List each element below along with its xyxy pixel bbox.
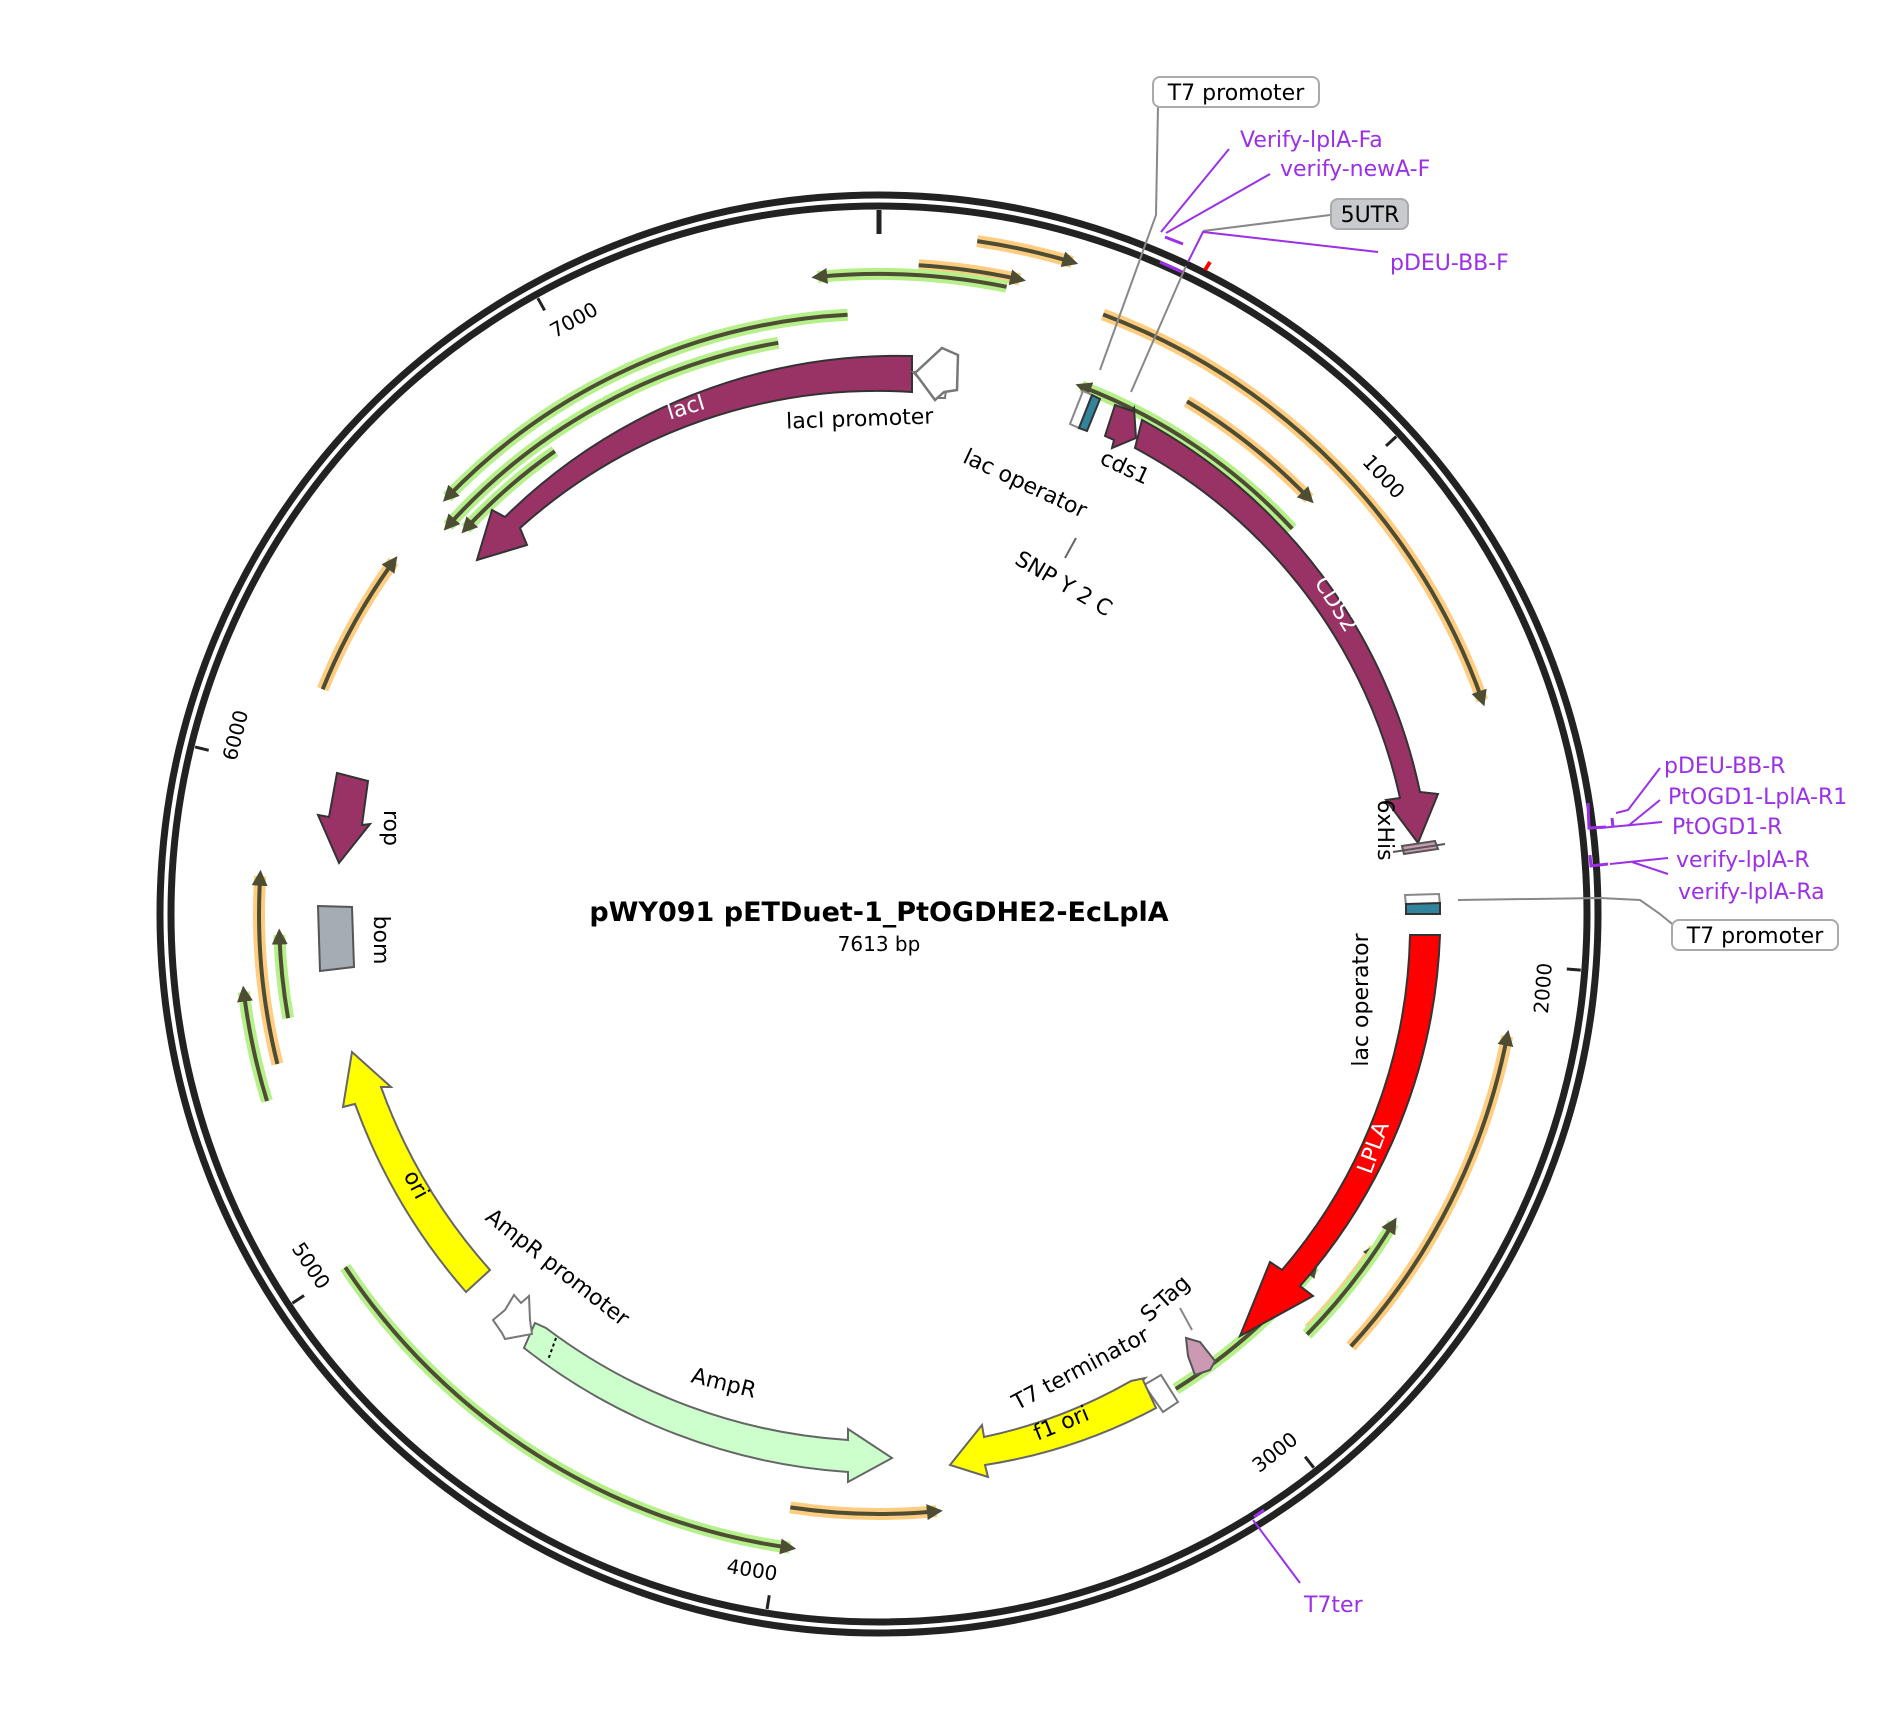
primer-verify-lpla-ra[interactable]: verify-lplA-Ra xyxy=(1678,880,1825,905)
rop-label: rop xyxy=(378,810,403,846)
snp-top-leader xyxy=(1130,265,1187,393)
lac-operator-2-label: lac operator xyxy=(1349,932,1374,1066)
primer-verify-lpla-fa[interactable]: Verify-lplA-Fa xyxy=(1240,128,1383,153)
green-orf-arrow[interactable] xyxy=(461,449,557,534)
snp-leader xyxy=(1064,537,1077,559)
plasmid-title: pWY091 pETDuet-1_PtOGDHE2-EcLplA xyxy=(589,897,1168,928)
primer-ptogd1-lpla-r1[interactable]: PtOGD1-LplA-R1 xyxy=(1668,785,1847,810)
tick-1000 xyxy=(1384,435,1398,448)
t7-promoter-right-callout[interactable]: T7 promoter xyxy=(1671,919,1839,951)
green-orf-arrow[interactable] xyxy=(271,928,291,1019)
tick-4000 xyxy=(765,1594,771,1610)
orf-arrows xyxy=(237,235,1514,1555)
lac-operator-1[interactable] xyxy=(1077,393,1102,433)
tick-label-7000: 7000 xyxy=(546,297,602,343)
tick-7000 xyxy=(536,297,546,312)
utr5-mark xyxy=(1203,260,1212,272)
ampr-label: AmpR xyxy=(689,1364,759,1404)
tick-label-3000: 3000 xyxy=(1247,1427,1302,1477)
green-orf-arrow[interactable] xyxy=(343,1266,797,1555)
primer-t7ter[interactable]: T7ter xyxy=(1303,1593,1364,1618)
t7-promoter-right-label: T7 promoter xyxy=(1686,924,1824,949)
t7-promoter-top-label: T7 promoter xyxy=(1167,81,1305,106)
ampr-signal-divider xyxy=(547,1337,557,1361)
orange-orf-arrow[interactable] xyxy=(1185,399,1314,504)
tick-label-4000: 4000 xyxy=(725,1554,779,1586)
tick-3000 xyxy=(1303,1455,1315,1469)
primer-pdeu-bb-f[interactable]: pDEU-BB-F xyxy=(1390,251,1509,276)
ampr-promoter-arrow[interactable] xyxy=(491,1293,534,1341)
primers-right xyxy=(1586,767,1669,875)
orange-orf-arrow[interactable] xyxy=(1349,1029,1514,1348)
tick-label-2000: 2000 xyxy=(1529,962,1557,1015)
green-orf-arrow[interactable] xyxy=(442,312,848,502)
tick-2000 xyxy=(1566,967,1581,972)
bom-label: bom xyxy=(368,916,393,965)
t7-promoter-right-leader xyxy=(1457,896,1689,938)
lac-operator-1-label: lac operator xyxy=(959,445,1091,524)
s-tag[interactable] xyxy=(1184,1336,1217,1377)
primers-top xyxy=(1159,148,1379,274)
tick-5000 xyxy=(291,1294,305,1305)
cds1-arrow[interactable] xyxy=(1103,403,1138,450)
utr5-label: 5UTR xyxy=(1341,203,1400,228)
rop-arrow[interactable] xyxy=(316,771,373,865)
utr5-leader xyxy=(1202,214,1331,232)
green-orf-arrow[interactable] xyxy=(811,268,1007,289)
backbone xyxy=(156,191,1602,1637)
tick-label-6000: 6000 xyxy=(218,708,253,763)
orange-orf-halo xyxy=(1100,308,1488,703)
f1-ori-arrow[interactable] xyxy=(948,1376,1158,1479)
orange-orf-arrow[interactable] xyxy=(1102,312,1487,707)
primer-verify-newa-f[interactable]: verify-newA-F xyxy=(1280,157,1430,182)
tick-6000 xyxy=(194,745,210,752)
green-orf-arrow[interactable] xyxy=(237,985,269,1102)
t7-terminator[interactable] xyxy=(1142,1373,1180,1414)
lpla-arrow[interactable] xyxy=(1238,934,1442,1339)
his-tag-label: 6xHis xyxy=(1372,799,1397,860)
orange-orf-halo xyxy=(317,557,399,692)
orange-orf-arrow[interactable] xyxy=(320,556,398,690)
t7-promoter-top-callout[interactable]: T7 promoter xyxy=(1152,76,1320,108)
orange-orf-arrow[interactable] xyxy=(251,869,280,1065)
orange-orf-arrow[interactable] xyxy=(918,263,1026,286)
ori-arrow[interactable] xyxy=(341,1050,492,1294)
orange-orf-arrow[interactable] xyxy=(790,1504,943,1521)
snp-label: SNP Y 2 C xyxy=(1010,547,1116,622)
green-orf-halo xyxy=(340,1263,791,1554)
ampr-arrow[interactable] xyxy=(522,1321,894,1484)
laci-promoter-shape xyxy=(913,346,960,402)
his-tag-edge xyxy=(1392,843,1446,853)
green-orf-arrow[interactable] xyxy=(443,340,779,531)
utr5-callout[interactable]: 5UTR xyxy=(1330,198,1409,230)
lac-operator-2[interactable] xyxy=(1405,901,1441,915)
green-orf-arrow[interactable] xyxy=(1305,1217,1397,1336)
tick-label-5000: 5000 xyxy=(287,1238,335,1294)
plasmid-length: 7613 bp xyxy=(838,932,921,956)
s-tag-leader xyxy=(1179,1307,1193,1331)
laci-arrow[interactable] xyxy=(475,354,913,562)
primer-pdeu-bb-r[interactable]: pDEU-BB-R xyxy=(1664,754,1785,779)
primer-verify-lpla-r[interactable]: verify-lplA-R xyxy=(1676,848,1810,873)
laci-promoter-label: lacI promoter xyxy=(786,404,935,434)
primer-t7ter-mark xyxy=(1252,1508,1301,1584)
primer-ptogd1-r[interactable]: PtOGD1-R xyxy=(1672,815,1782,840)
bom-box[interactable] xyxy=(316,904,356,973)
green-orf-arrow[interactable] xyxy=(1075,382,1294,531)
orange-orf-arrow[interactable] xyxy=(976,239,1079,267)
t7-promoter-top-leader xyxy=(1099,105,1159,371)
